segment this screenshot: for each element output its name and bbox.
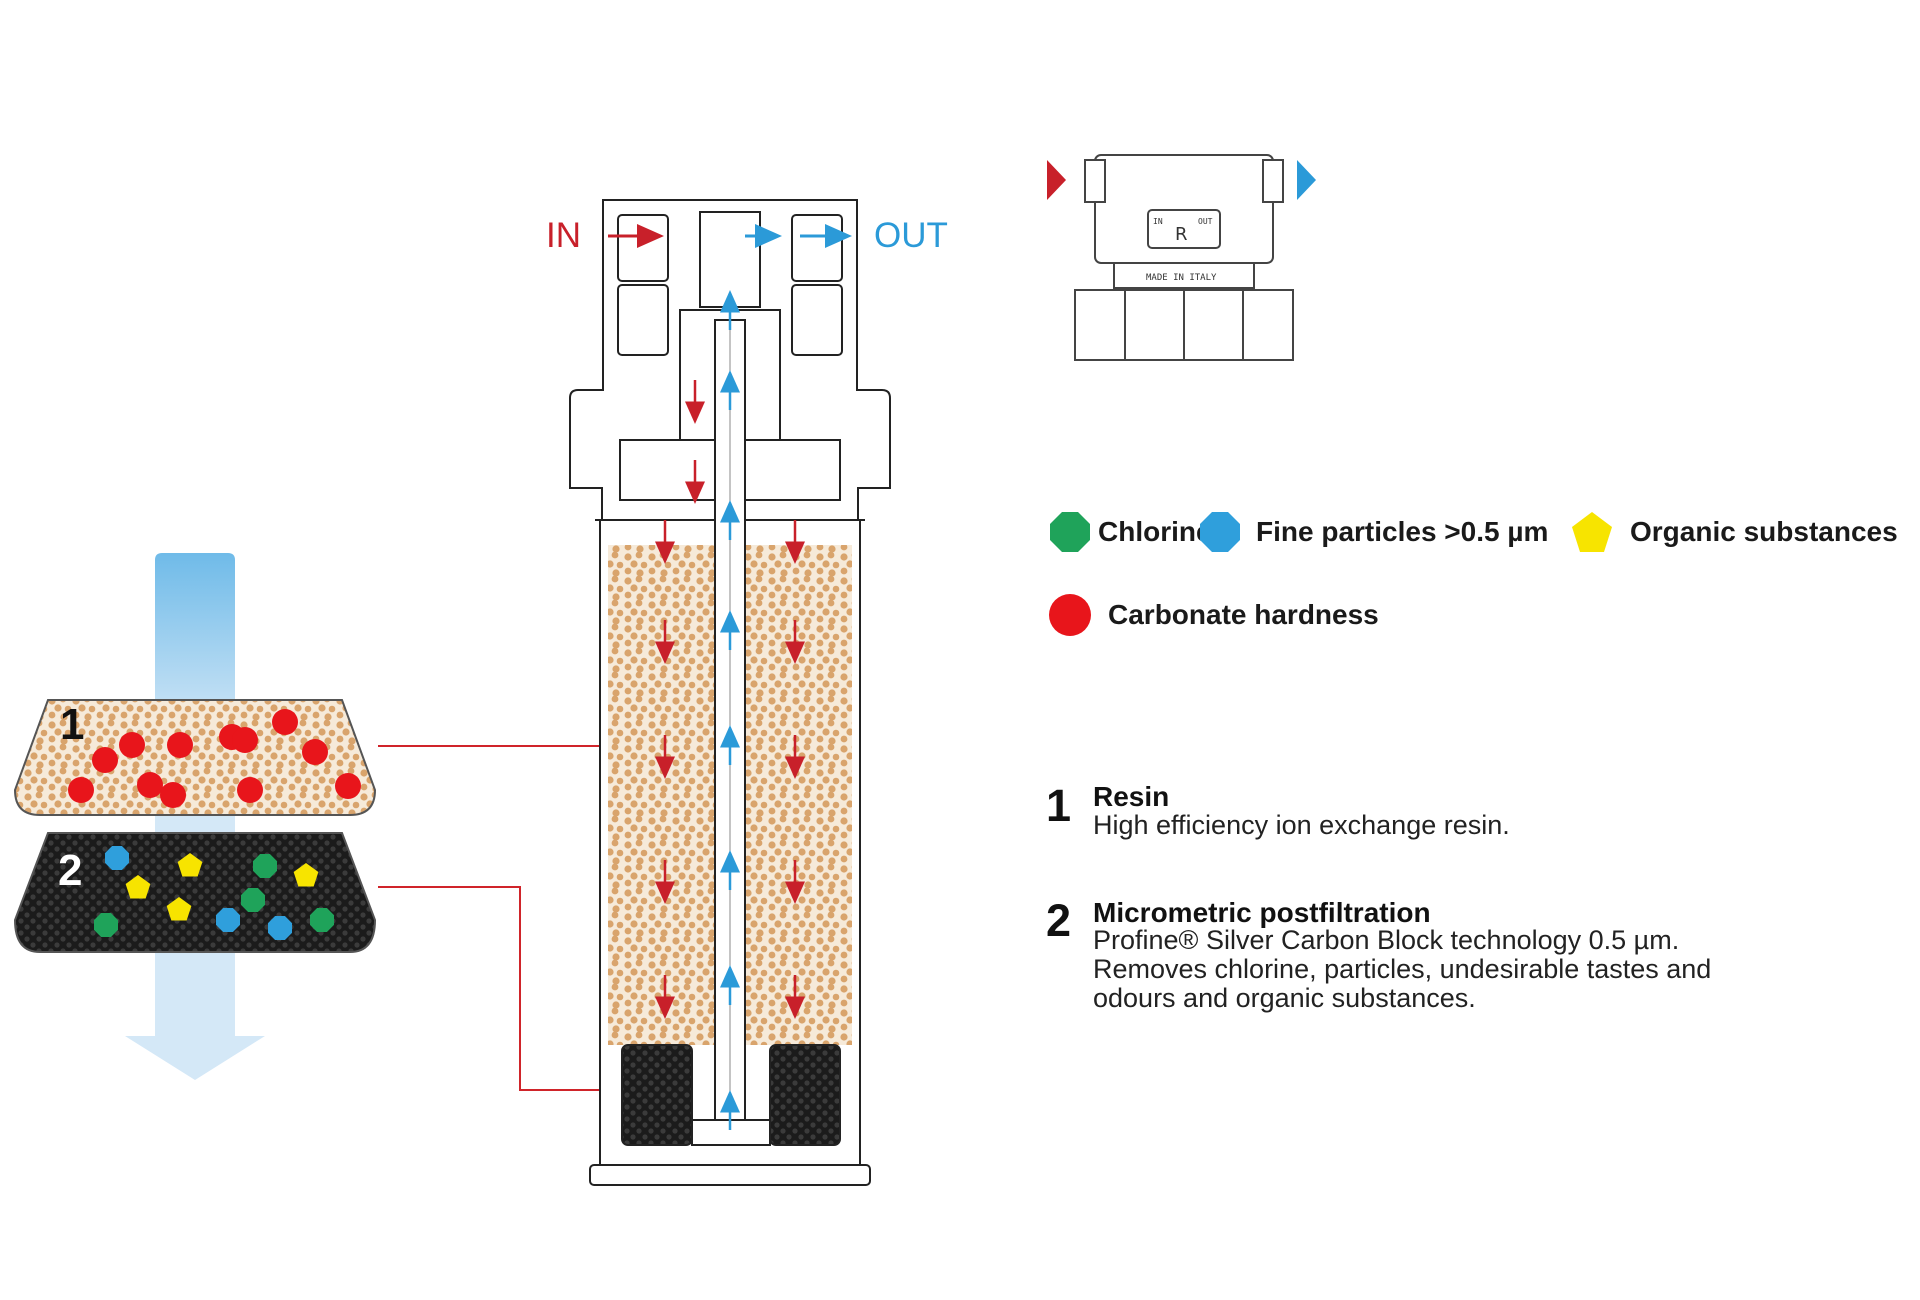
fine-particle [268,916,292,940]
carbonate-hardness-icon [1049,594,1091,636]
layer-1-title: Resin [1093,781,1170,812]
fine-particle [105,846,129,870]
head-in-stamp: IN [1153,217,1163,226]
inflow-arrows [655,380,805,1019]
chlorine-particle [241,888,265,912]
head-in-marker [1047,160,1066,200]
organic-particle [166,897,192,921]
layer-2-description-line-1: Profine® Silver Carbon Block technology … [1093,925,1680,955]
head-logo: R [1175,224,1188,245]
organic-particle [293,863,319,887]
hardness-particle [302,739,328,765]
stack-number-2: 2 [58,846,83,895]
layer-2-description-line-2: Removes chlorine, particles, undesirable… [1093,954,1712,984]
hardness-particle [272,709,298,735]
head-out-stamp: OUT [1198,217,1213,226]
hardness-particle [160,782,186,808]
contaminant-particles [94,846,334,940]
chlorine-particle [94,913,118,937]
chlorine-particle [310,908,334,932]
hardness-particle [232,727,258,753]
flow-direction-arrow [125,553,265,1080]
layer-1-number: 1 [1046,780,1072,831]
hardness-particle [237,777,263,803]
chlorine-particle [253,854,277,878]
hardness-particles [68,709,361,808]
hardness-particle [92,747,118,773]
hardness-particle [119,732,145,758]
hardness-particle [137,772,163,798]
hardness-particle [68,777,94,803]
layer-2-description-line-3: odours and organic substances. [1093,983,1476,1013]
made-in-italy-stamp: MADE IN ITALY [1146,273,1217,283]
hardness-particle [167,732,193,758]
fine-particle [216,908,240,932]
layer-2-title: Micrometric postfiltration [1093,897,1431,928]
leader-lines [378,745,638,1091]
head-out-marker [1297,160,1316,200]
hardness-particle [335,773,361,799]
fine-particles-icon [1200,512,1240,552]
stack-number-1: 1 [60,700,85,749]
outlet-label: OUT [874,216,948,255]
inlet-label: IN [546,216,581,255]
organic-particle [125,875,151,899]
chlorine-icon [1050,512,1090,552]
head-front-view [1074,154,1294,361]
layer-2-number: 2 [1046,895,1072,946]
organic-particle [177,853,203,877]
carbon-block [621,1044,841,1146]
resin-layer-block [13,699,377,816]
carbon-layer-block [13,832,377,953]
organic-substances-icon [1572,512,1612,552]
layer-1-description: High efficiency ion exchange resin. [1093,810,1510,840]
